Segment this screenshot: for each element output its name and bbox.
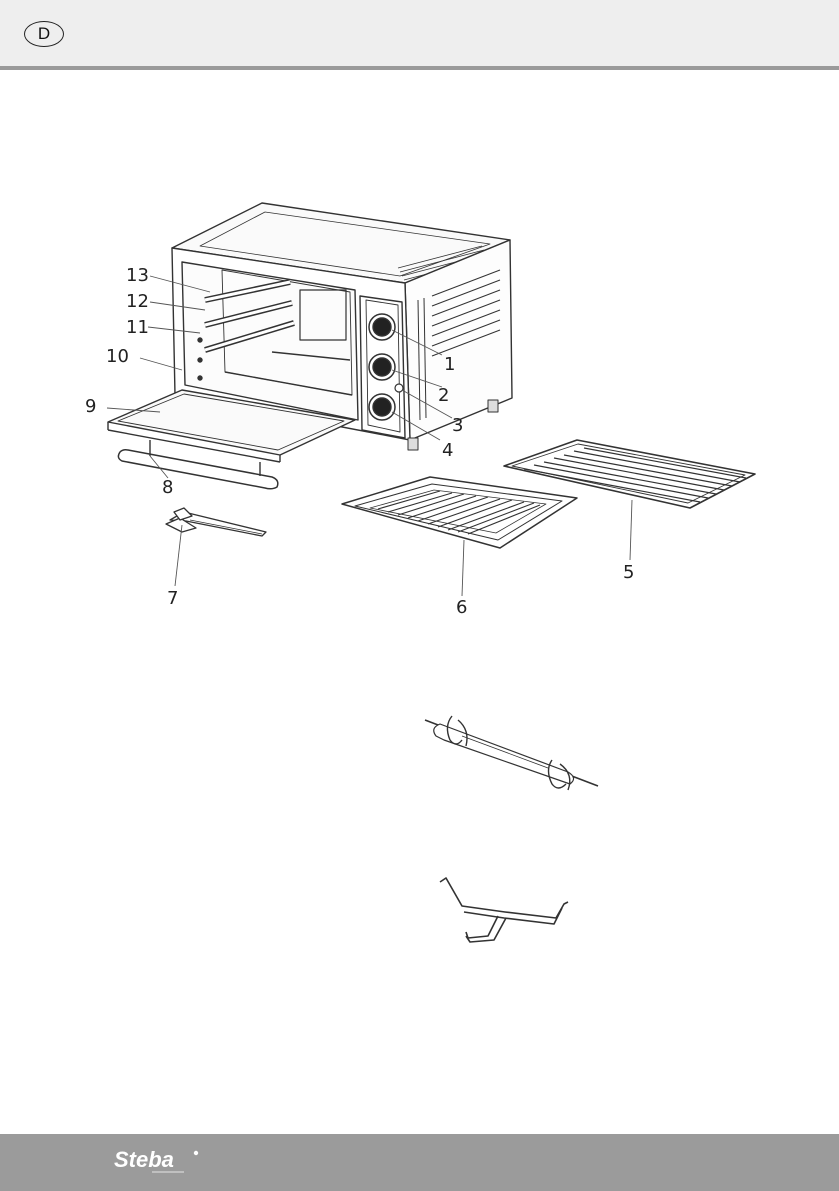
callout-6: 6 [456, 597, 467, 618]
callout-9: 9 [85, 396, 96, 417]
callout-1: 1 [444, 354, 455, 375]
callout-11: 11 [126, 317, 149, 338]
oven-parts-illustration: 1 2 3 4 5 6 7 8 9 10 11 12 13 [0, 0, 839, 1134]
callout-3: 3 [452, 415, 463, 436]
callout-7: 7 [167, 588, 178, 609]
baking-tray [342, 477, 577, 548]
callout-10: 10 [106, 346, 129, 367]
callout-5: 5 [623, 562, 634, 583]
callout-2: 2 [438, 385, 449, 406]
rotisserie-handle [440, 878, 568, 942]
callout-4: 4 [442, 440, 453, 461]
callout-12: 12 [126, 291, 149, 312]
steba-logo: Steba [112, 1143, 212, 1177]
callout-8: 8 [162, 477, 173, 498]
brand-name: Steba [114, 1147, 174, 1172]
rotisserie-spit [425, 716, 598, 790]
callout-13: 13 [126, 265, 149, 286]
